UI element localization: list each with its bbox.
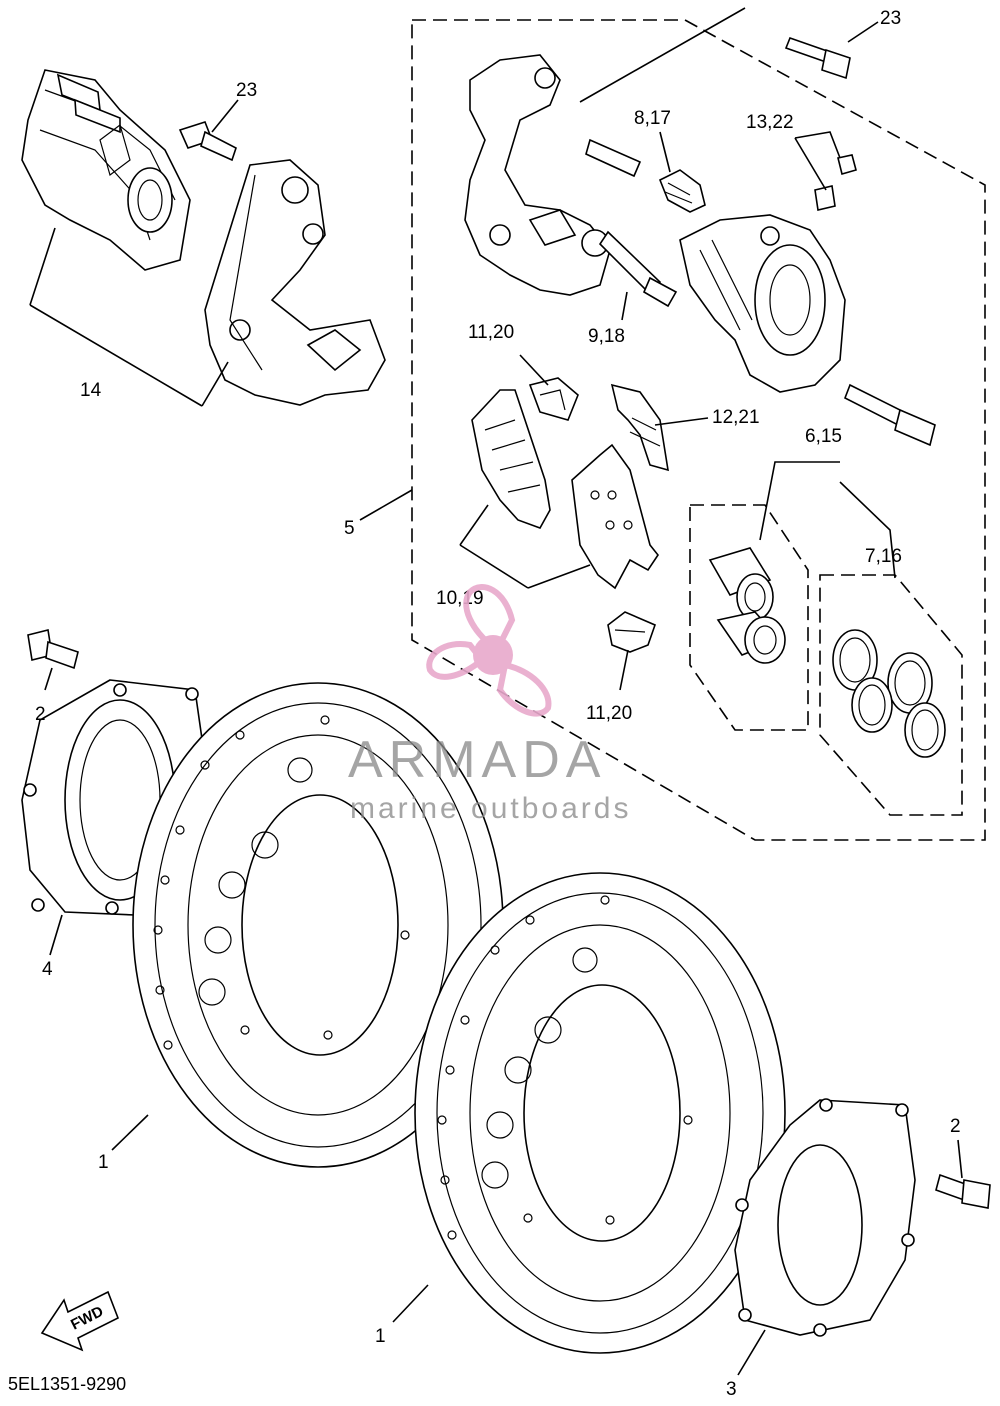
- caliper-bracket-left: [204, 159, 386, 406]
- callout-6-15: 6,15: [805, 426, 842, 447]
- callout-1-upper: 1: [98, 1152, 109, 1173]
- callout-11-20-top: 11,20: [468, 322, 514, 343]
- callout-2-right: 2: [950, 1116, 961, 1137]
- callout-11-20-bottom: 11,20: [586, 703, 632, 724]
- watermark-tagline: marine outboards: [350, 792, 631, 825]
- watermark-brand: ARMADA: [348, 731, 606, 789]
- pad-clip-bottom: [607, 611, 657, 653]
- pad-spring-12-21: [610, 383, 669, 472]
- bolt-9-18: [598, 230, 678, 308]
- callout-10-19: 10,19: [436, 588, 484, 609]
- drawing-code: 5EL1351-9290: [8, 1374, 126, 1394]
- caliper-assembly-boundary: [411, 19, 986, 841]
- disc-cover-right: [734, 1098, 916, 1337]
- caliper-bolt-right: [843, 383, 936, 447]
- brake-disc-lower: [414, 872, 786, 1354]
- bolt-2-left: [27, 629, 79, 670]
- brake-disc-upper: [132, 682, 504, 1168]
- caliper-assembly-left: [21, 69, 191, 271]
- callout-7-16: 7,16: [865, 546, 902, 567]
- callout-14: 14: [80, 380, 102, 401]
- callout-23-left: 23: [236, 80, 257, 101]
- callout-5: 5: [344, 518, 355, 539]
- callout-3: 3: [726, 1379, 737, 1400]
- callout-8-17: 8,17: [634, 108, 671, 129]
- callout-1-lower: 1: [375, 1326, 386, 1347]
- callout-13-22: 13,22: [746, 112, 794, 133]
- seal-kit-box: [819, 574, 963, 816]
- callout-9-18: 9,18: [588, 326, 625, 347]
- propeller-logo-icon: [426, 584, 552, 717]
- callout-4: 4: [42, 959, 53, 980]
- fwd-arrow: FWD: [40, 1290, 120, 1352]
- brake-pads: [471, 389, 659, 590]
- callout-23-right: 23: [880, 8, 901, 29]
- piston-kit-box: [689, 504, 809, 731]
- pad-clip-top: [528, 377, 579, 421]
- callout-labels: 14 23 23 8,17 13,22 9,18 11,20 12,21 6,1…: [35, 8, 961, 1400]
- bleed-screw-13-22: [814, 154, 857, 211]
- callout-12-21: 12,21: [712, 407, 760, 428]
- watermark: ARMADA marine outboards: [348, 584, 631, 825]
- pin-boot-8-17: [658, 169, 706, 213]
- bolt-23-left: [178, 121, 237, 162]
- callout-2-left: 2: [35, 704, 46, 725]
- leader-lines: [29, 7, 963, 1376]
- slide-pin: [585, 138, 642, 178]
- caliper-bracket-right: [464, 54, 611, 296]
- bolt-2-right: [935, 1173, 991, 1209]
- caliper-body-right: [679, 214, 846, 393]
- bolt-23-right: [784, 36, 851, 80]
